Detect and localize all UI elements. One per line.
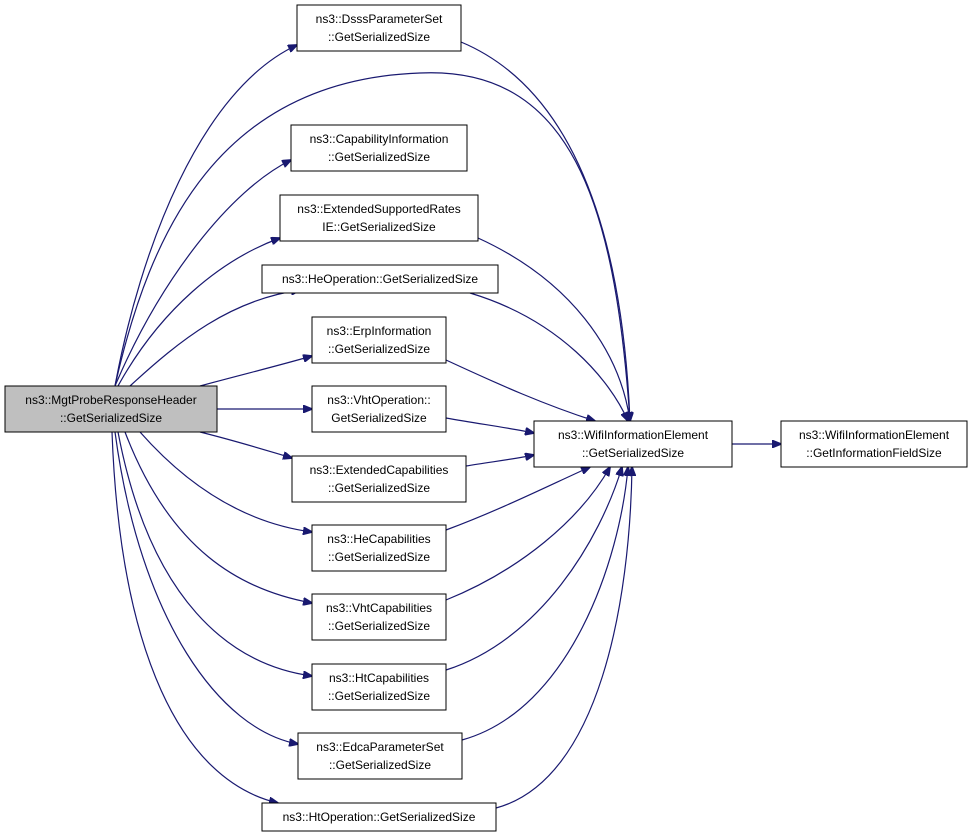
node-label: ::GetSerializedSize <box>582 446 684 460</box>
node-box <box>4 385 218 433</box>
node-wiefield[interactable]: ns3::WifiInformationElement::GetInformat… <box>780 420 968 468</box>
node-root[interactable]: ns3::MgtProbeResponseHeader::GetSerializ… <box>4 385 218 433</box>
edge-root-htcap <box>117 431 312 676</box>
node-box <box>291 455 467 503</box>
node-box <box>311 663 447 711</box>
node-label: ::GetSerializedSize <box>328 150 430 164</box>
node-box <box>311 593 447 641</box>
node-label: ns3::CapabilityInformation <box>310 132 449 146</box>
edge-root-capinfo <box>114 160 291 387</box>
nodes: ns3::MgtProbeResponseHeader::GetSerializ… <box>4 4 968 832</box>
node-label: ns3::HeCapabilities <box>327 532 430 546</box>
node-label: ns3::DsssParameterSet <box>316 12 443 26</box>
node-capinfo[interactable]: ns3::CapabilityInformation::GetSerialize… <box>290 124 468 172</box>
node-label: ::GetSerializedSize <box>328 30 430 44</box>
node-htcap[interactable]: ns3::HtCapabilities::GetSerializedSize <box>311 663 447 711</box>
edge-heop-wie <box>469 292 628 421</box>
node-box <box>311 316 447 364</box>
edge-extcap-wie <box>465 455 534 467</box>
node-label: ::GetSerializedSize <box>328 481 430 495</box>
node-label: ns3::WifiInformationElement <box>558 428 709 442</box>
edge-root-vhtcap <box>124 431 312 603</box>
node-label: ::GetSerializedSize <box>328 342 430 356</box>
node-wie[interactable]: ns3::WifiInformationElement::GetSerializ… <box>533 420 733 468</box>
edge-htcap-wie <box>445 467 622 671</box>
node-box <box>296 4 462 52</box>
edge-vhtop-wie <box>445 417 534 433</box>
edge-hecap-wie <box>445 467 590 531</box>
node-label: ns3::HeOperation::GetSerializedSize <box>282 272 478 286</box>
node-label: GetSerializedSize <box>331 411 427 425</box>
node-dsss[interactable]: ns3::DsssParameterSet::GetSerializedSize <box>296 4 462 52</box>
node-label: ns3::HtCapabilities <box>329 671 429 685</box>
node-box <box>261 802 497 832</box>
edge-root-hecap <box>139 431 312 532</box>
edges <box>111 41 781 809</box>
node-label: ns3::ExtendedCapabilities <box>310 463 449 477</box>
node-heop[interactable]: ns3::HeOperation::GetSerializedSize <box>261 264 499 294</box>
node-label: ::GetSerializedSize <box>60 411 162 425</box>
node-box <box>533 420 733 468</box>
node-htop[interactable]: ns3::HtOperation::GetSerializedSize <box>261 802 497 832</box>
edge-root-erp <box>199 356 312 387</box>
edge-root-edca <box>114 431 298 744</box>
node-box <box>311 385 447 433</box>
node-extrates[interactable]: ns3::ExtendedSupportedRatesIE::GetSerial… <box>279 194 479 242</box>
edge-erp-wie <box>445 359 595 421</box>
edge-root-wie <box>114 72 630 421</box>
edge-edca-wie <box>461 467 628 741</box>
edge-root-extcap <box>199 431 292 458</box>
node-erp[interactable]: ns3::ErpInformation::GetSerializedSize <box>311 316 447 364</box>
edge-root-heop <box>129 290 300 387</box>
node-box <box>780 420 968 468</box>
node-vhtcap[interactable]: ns3::VhtCapabilities::GetSerializedSize <box>311 593 447 641</box>
node-box <box>311 524 447 572</box>
node-label: ::GetSerializedSize <box>329 758 431 772</box>
edge-root-extrates <box>117 238 280 387</box>
edge-htop-wie <box>495 467 632 809</box>
node-box <box>261 264 499 294</box>
node-label: ns3::VhtOperation:: <box>327 393 430 407</box>
node-hecap[interactable]: ns3::HeCapabilities::GetSerializedSize <box>311 524 447 572</box>
node-label: ns3::ErpInformation <box>327 324 432 338</box>
node-label: ::GetInformationFieldSize <box>806 446 942 460</box>
edge-root-htop <box>111 431 278 803</box>
node-edca[interactable]: ns3::EdcaParameterSet::GetSerializedSize <box>297 732 463 780</box>
node-label: ::GetSerializedSize <box>328 619 430 633</box>
node-vhtop[interactable]: ns3::VhtOperation::GetSerializedSize <box>311 385 447 433</box>
node-extcap[interactable]: ns3::ExtendedCapabilities::GetSerialized… <box>291 455 467 503</box>
node-label: ::GetSerializedSize <box>328 550 430 564</box>
edge-root-dsss <box>114 45 297 387</box>
node-label: ns3::ExtendedSupportedRates <box>297 202 460 216</box>
node-box <box>290 124 468 172</box>
edge-dsss-wie <box>460 41 630 421</box>
edge-extrates-wie <box>477 237 630 421</box>
node-box <box>297 732 463 780</box>
node-label: ns3::MgtProbeResponseHeader <box>25 393 196 407</box>
node-label: IE::GetSerializedSize <box>322 220 436 234</box>
node-label: ns3::HtOperation::GetSerializedSize <box>283 810 476 824</box>
edge-vhtcap-wie <box>445 467 610 601</box>
node-label: ns3::VhtCapabilities <box>326 601 432 615</box>
node-label: ns3::WifiInformationElement <box>799 428 950 442</box>
node-label: ns3::EdcaParameterSet <box>316 740 444 754</box>
node-box <box>279 194 479 242</box>
node-label: ::GetSerializedSize <box>328 689 430 703</box>
